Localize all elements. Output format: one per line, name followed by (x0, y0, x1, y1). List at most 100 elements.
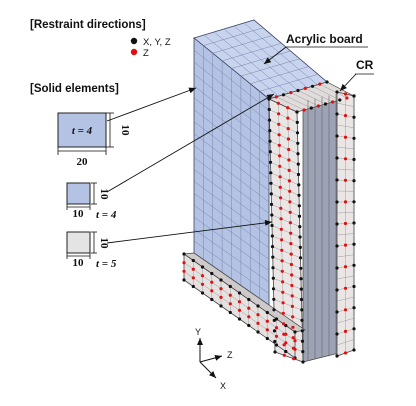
axis-z-label: Z (227, 350, 233, 360)
restraint-dot (293, 339, 297, 343)
restraint-dot (293, 347, 297, 351)
restraint-dot (182, 261, 186, 265)
restraint-dot (279, 196, 283, 200)
restraint-dot (265, 310, 269, 315)
restraint-dot (269, 181, 273, 185)
restraint-dot (352, 157, 356, 162)
restraint-dot (268, 160, 273, 164)
restraint-dot (200, 274, 205, 278)
restraint-dot (296, 162, 300, 166)
restraint-dot (281, 290, 285, 294)
restraint-dot (286, 106, 290, 110)
restraint-dot (270, 234, 274, 238)
restraint-dot (286, 127, 290, 131)
element-1-height: 10 (119, 125, 131, 137)
base-plate (183, 252, 306, 359)
restraint-dot (338, 98, 342, 102)
restraint-dot (352, 242, 356, 246)
restraint-dot (296, 88, 300, 93)
restraint-dot (343, 114, 348, 118)
restraint-dot (271, 276, 275, 280)
restraint-dot (345, 96, 349, 100)
acrylic-board (193, 19, 328, 306)
restraint-dot-xyz-icon (130, 37, 138, 45)
restraint-dot (265, 328, 269, 332)
restraint-dot (343, 329, 348, 333)
restraint-dot (274, 343, 279, 347)
restraint-dot (200, 265, 205, 269)
restraint-dot (247, 306, 251, 310)
restraint-dot (289, 242, 293, 246)
restraint-dot (287, 158, 291, 162)
restraint-dot (279, 217, 283, 221)
restraint-dot (335, 134, 339, 138)
restraint-dot (335, 90, 339, 94)
axis-x-label: X (220, 381, 226, 391)
restraint-dot (288, 189, 292, 193)
element-legend-2: 10 10 t = 4 (66, 182, 117, 221)
acrylic-board-callout: Acrylic board (286, 32, 363, 46)
restraint-dot (299, 287, 303, 291)
restraint-dot (293, 330, 297, 334)
restraint-dot (325, 80, 329, 84)
restraint-dot (286, 116, 290, 120)
axis-y-label: Y (195, 327, 201, 337)
restraint-dot (219, 287, 223, 291)
restraint-dot (281, 301, 285, 305)
restraint-dot (278, 185, 282, 189)
restraint-dot (228, 293, 232, 297)
restraint-dot (265, 336, 269, 341)
restraint-dot (290, 273, 294, 277)
axis-triad: Y Z X (195, 327, 233, 391)
restraint-dot (273, 350, 277, 354)
restraint-dot-z-icon (130, 48, 138, 56)
restraint-dot (247, 323, 251, 328)
restraint-dot (280, 238, 284, 242)
restraint-dot (278, 154, 282, 158)
restraint-legend-xyz: X, Y, Z (143, 37, 171, 48)
restraint-dot (291, 336, 295, 340)
restraint-dot (297, 183, 301, 187)
restraint-dot (219, 295, 223, 299)
element-legend-3: 10 10 t = 5 (66, 231, 117, 270)
restraint-dot (247, 315, 251, 319)
restraint-dot (256, 321, 260, 325)
element-2-height: 10 (98, 189, 110, 201)
restraint-dot (287, 179, 291, 183)
restraint-dot (352, 284, 356, 289)
restraint-dot (352, 263, 356, 267)
element-1-t: t = 4 (72, 125, 93, 137)
restraint-dot (298, 245, 302, 249)
restraint-dot (273, 339, 277, 344)
restraint-dot (268, 139, 272, 143)
restraint-dot (343, 243, 348, 247)
restraint-dot (352, 327, 356, 331)
restraint-dot (291, 325, 295, 329)
restraint-dot (278, 164, 282, 168)
restraint-dot (289, 91, 293, 95)
element-2-width: 10 (73, 208, 85, 220)
restraint-dot (289, 231, 293, 235)
restraint-dot (277, 143, 281, 147)
restraint-dot (237, 308, 242, 312)
restraint-dot (278, 175, 282, 179)
restraint-dot (191, 258, 195, 263)
restraint-dot (335, 156, 339, 160)
restraint-dot (335, 354, 339, 358)
restraint-dot (256, 313, 260, 317)
restraint-dot (296, 141, 300, 145)
restraint-dot (352, 136, 356, 140)
restraint-dot (295, 131, 300, 135)
restraint-dot (237, 300, 242, 304)
restraint-dot (288, 221, 292, 225)
solid-elements-header: [Solid elements] (30, 83, 119, 95)
restraint-dot (288, 200, 292, 204)
restraint-dot (200, 282, 205, 286)
restraint-dot (268, 129, 272, 133)
restraint-dot (276, 101, 280, 105)
restraint-dot (296, 172, 301, 177)
restraint-dot (271, 255, 275, 259)
restraint-dot (280, 269, 284, 273)
restraint-dot (352, 179, 356, 183)
restraint-dot (281, 93, 286, 97)
